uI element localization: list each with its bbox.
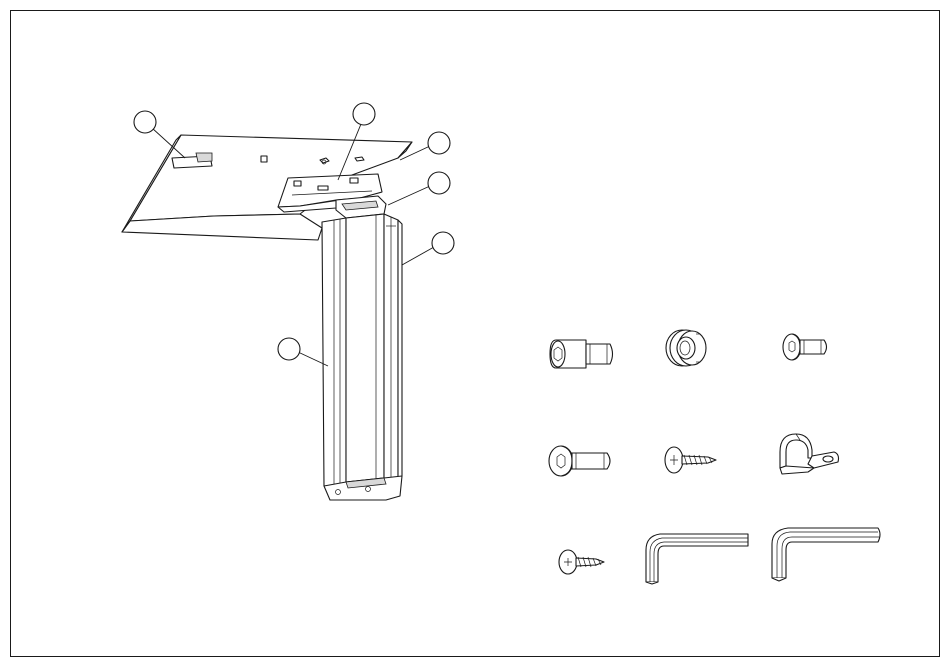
telescopic-leg-column — [322, 196, 402, 500]
allen-key-small-icon — [646, 534, 748, 584]
button-head-bolt-long-icon — [549, 446, 610, 476]
callout-4 — [388, 172, 450, 205]
wood-screw-small-icon — [559, 550, 604, 574]
drawing-frame — [11, 11, 940, 657]
socket-cap-bolt-icon — [550, 340, 613, 368]
allen-key-large-icon — [772, 528, 880, 581]
cable-clamp-icon — [780, 434, 839, 474]
wood-screw-large-icon — [665, 447, 716, 473]
button-head-bolt-short-icon — [783, 334, 827, 360]
callout-1 — [134, 111, 185, 158]
callout-5 — [402, 232, 454, 265]
grommet-icon — [666, 330, 706, 366]
callout-6 — [278, 338, 328, 366]
